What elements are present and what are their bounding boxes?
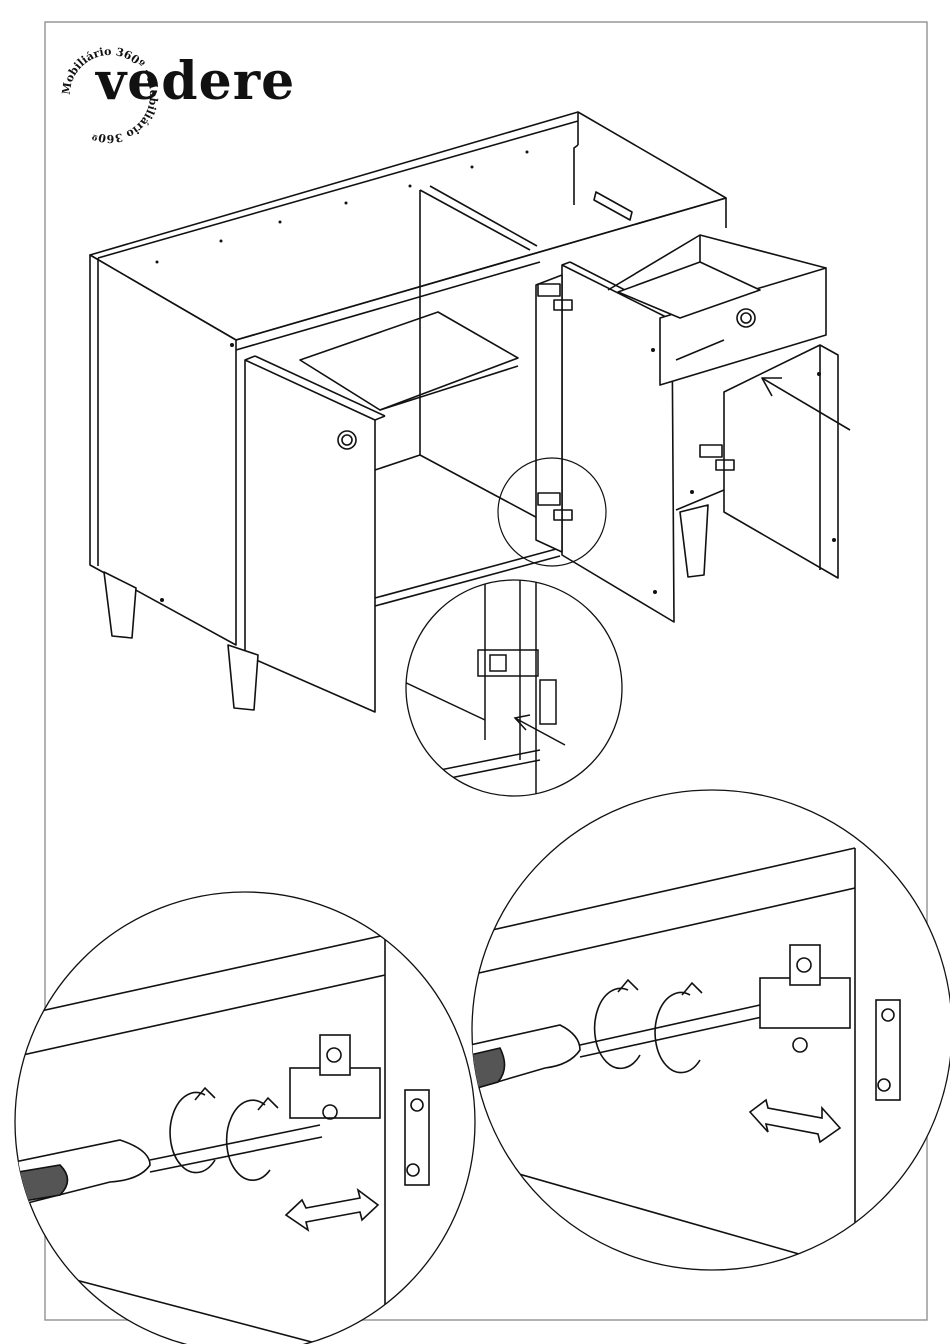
leg-front-right <box>680 505 708 577</box>
right-door <box>724 345 838 578</box>
inner-shelf <box>300 312 518 410</box>
center-door <box>562 265 674 622</box>
brand-logo: vedere <box>96 56 295 108</box>
hinge-detail-magnified <box>400 580 622 800</box>
left-door <box>245 360 375 712</box>
hinge-adjust-screwdriver-left <box>0 892 475 1344</box>
leg-front-center <box>228 645 258 710</box>
hinge-adjust-screwdriver-right <box>470 790 950 1280</box>
